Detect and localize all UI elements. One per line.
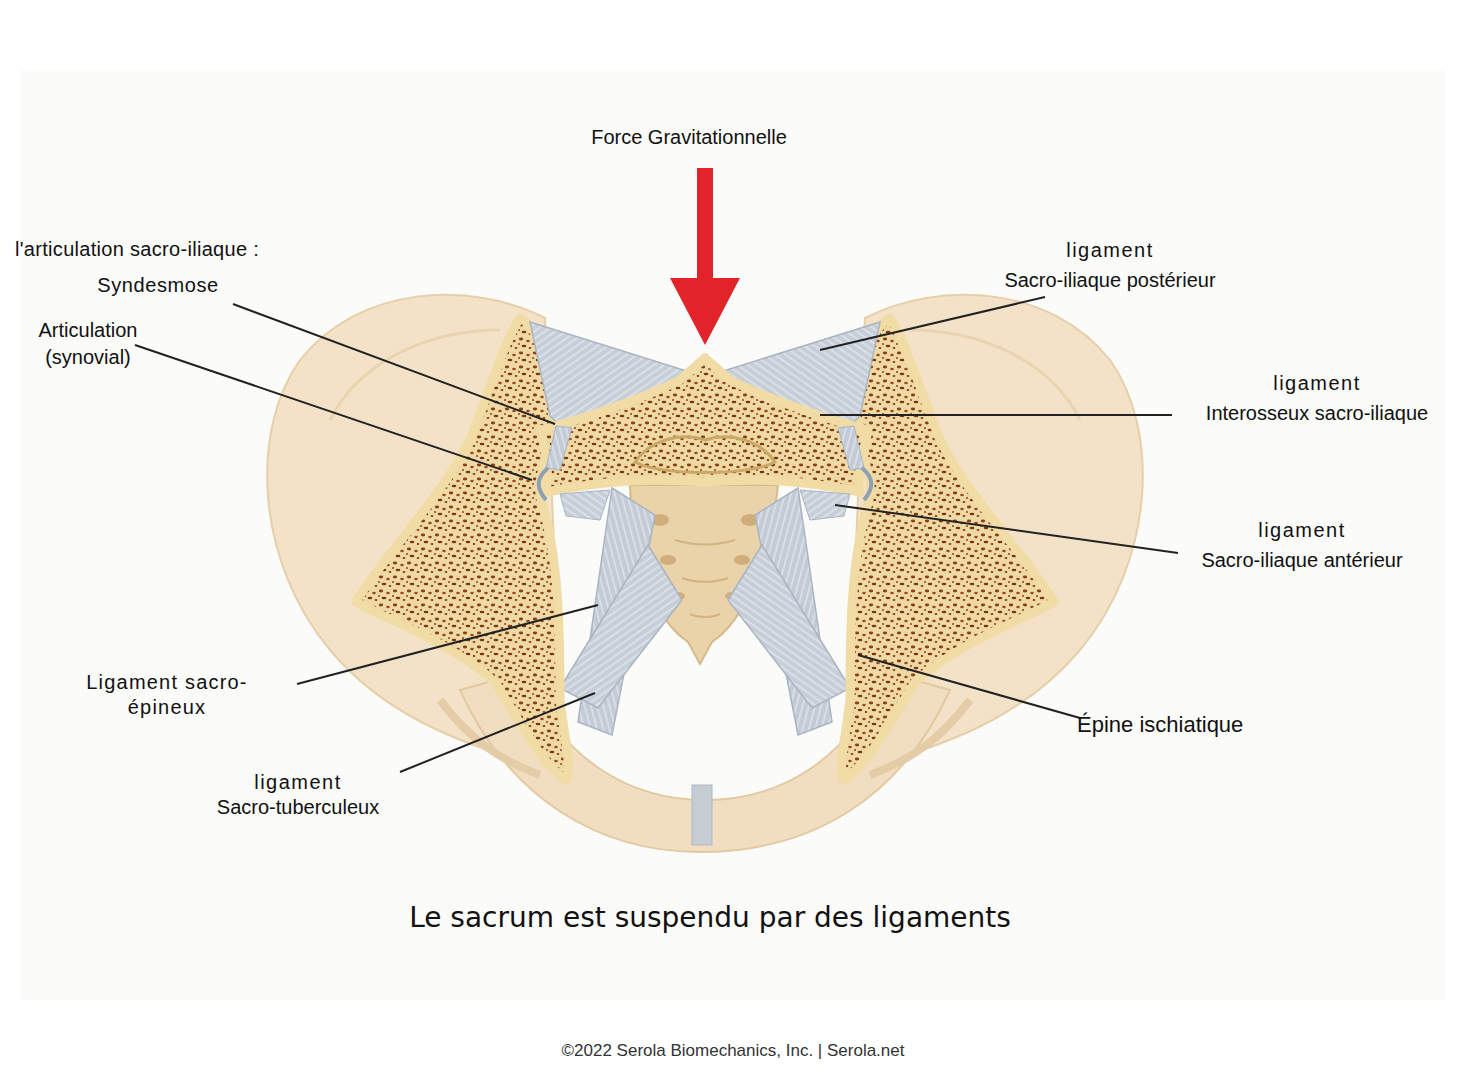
interosseous-ligament [838,426,864,470]
force-arrow-head [670,278,740,345]
joint-heading: l'articulation sacro-iliaque : [15,234,335,264]
pubic-symphysis [692,785,712,845]
ilium-section [842,318,1054,780]
landmark-label: Épine ischiatique [1077,710,1357,740]
ligament-label: ligament Sacro-tuberculeux [148,770,448,820]
joint-type-label: Syndesmose [48,270,268,300]
synovial-joint [539,468,548,500]
synovial-joint [862,468,871,500]
leader-lines [135,297,1178,772]
force-label: Force Gravitationnelle [529,122,849,152]
ligament-label: Ligament sacro-épineux [70,670,265,720]
copyright-note: ©2022 Serola Biomechanics, Inc. | Serola… [453,1039,1013,1063]
sacrum-section [540,358,868,492]
anterior-sacroiliac-ligament [560,490,610,520]
sacrospinous-ligament [560,545,682,708]
ligament-label: ligament Sacro-iliaque antérieur [1152,515,1452,575]
force-arrow-shaft [697,168,713,283]
interosseous-ligament [546,426,572,470]
ligament-label: ligament Interosseux sacro-iliaque [1157,368,1460,428]
ligament-label: ligament Sacro-iliaque postérieur [950,235,1270,295]
anterior-sacroiliac-ligament [800,490,850,520]
figure-caption: Le sacrum est suspendu par des ligaments [330,898,1090,938]
sacrospinous-ligament [728,545,850,708]
wing-contour [330,330,500,420]
ilium-section [356,318,568,780]
sacral-ridges [675,540,735,617]
joint-type-label: Articulation (synovial) [13,317,163,371]
background-panel [20,70,1445,1000]
sacral-canal [635,437,775,473]
wing-contour [910,330,1080,420]
